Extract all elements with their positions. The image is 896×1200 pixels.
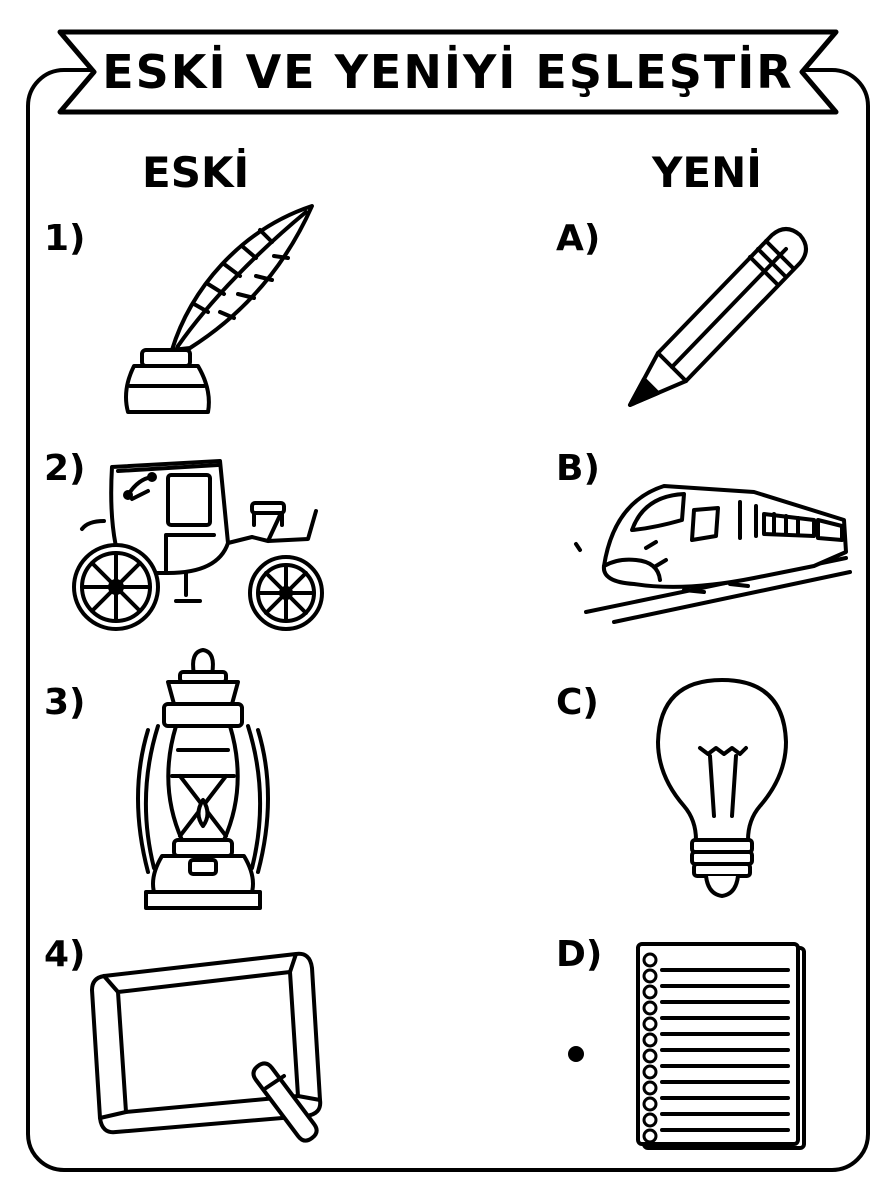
- old-item-label-1: 1): [44, 218, 86, 259]
- column-heading-old: ESKİ: [142, 148, 250, 197]
- title-banner: [57, 29, 839, 115]
- new-item-label-a: A): [556, 218, 601, 259]
- new-item-label-d: D): [556, 934, 603, 975]
- light-bulb-icon: [656, 678, 788, 898]
- pencil-icon: [628, 227, 808, 407]
- new-item-label-b: B): [556, 448, 600, 489]
- slate-chalk-icon: [90, 951, 323, 1143]
- new-item-label-c: C): [556, 682, 599, 723]
- spiral-notebook-icon: [636, 942, 806, 1150]
- old-item-label-2: 2): [44, 448, 86, 489]
- old-item-label-3: 3): [44, 682, 86, 723]
- high-speed-train-icon: [574, 484, 852, 624]
- page-title: ESKİ VE YENİYİ EŞLEŞTİR: [102, 45, 794, 99]
- matching-dot[interactable]: [566, 1044, 586, 1064]
- oil-lantern-icon: [136, 648, 270, 910]
- column-heading-new: YENİ: [652, 148, 762, 197]
- old-item-label-4: 4): [44, 934, 86, 975]
- quill-inkwell-icon: [124, 204, 314, 414]
- horse-carriage-icon: [72, 459, 324, 631]
